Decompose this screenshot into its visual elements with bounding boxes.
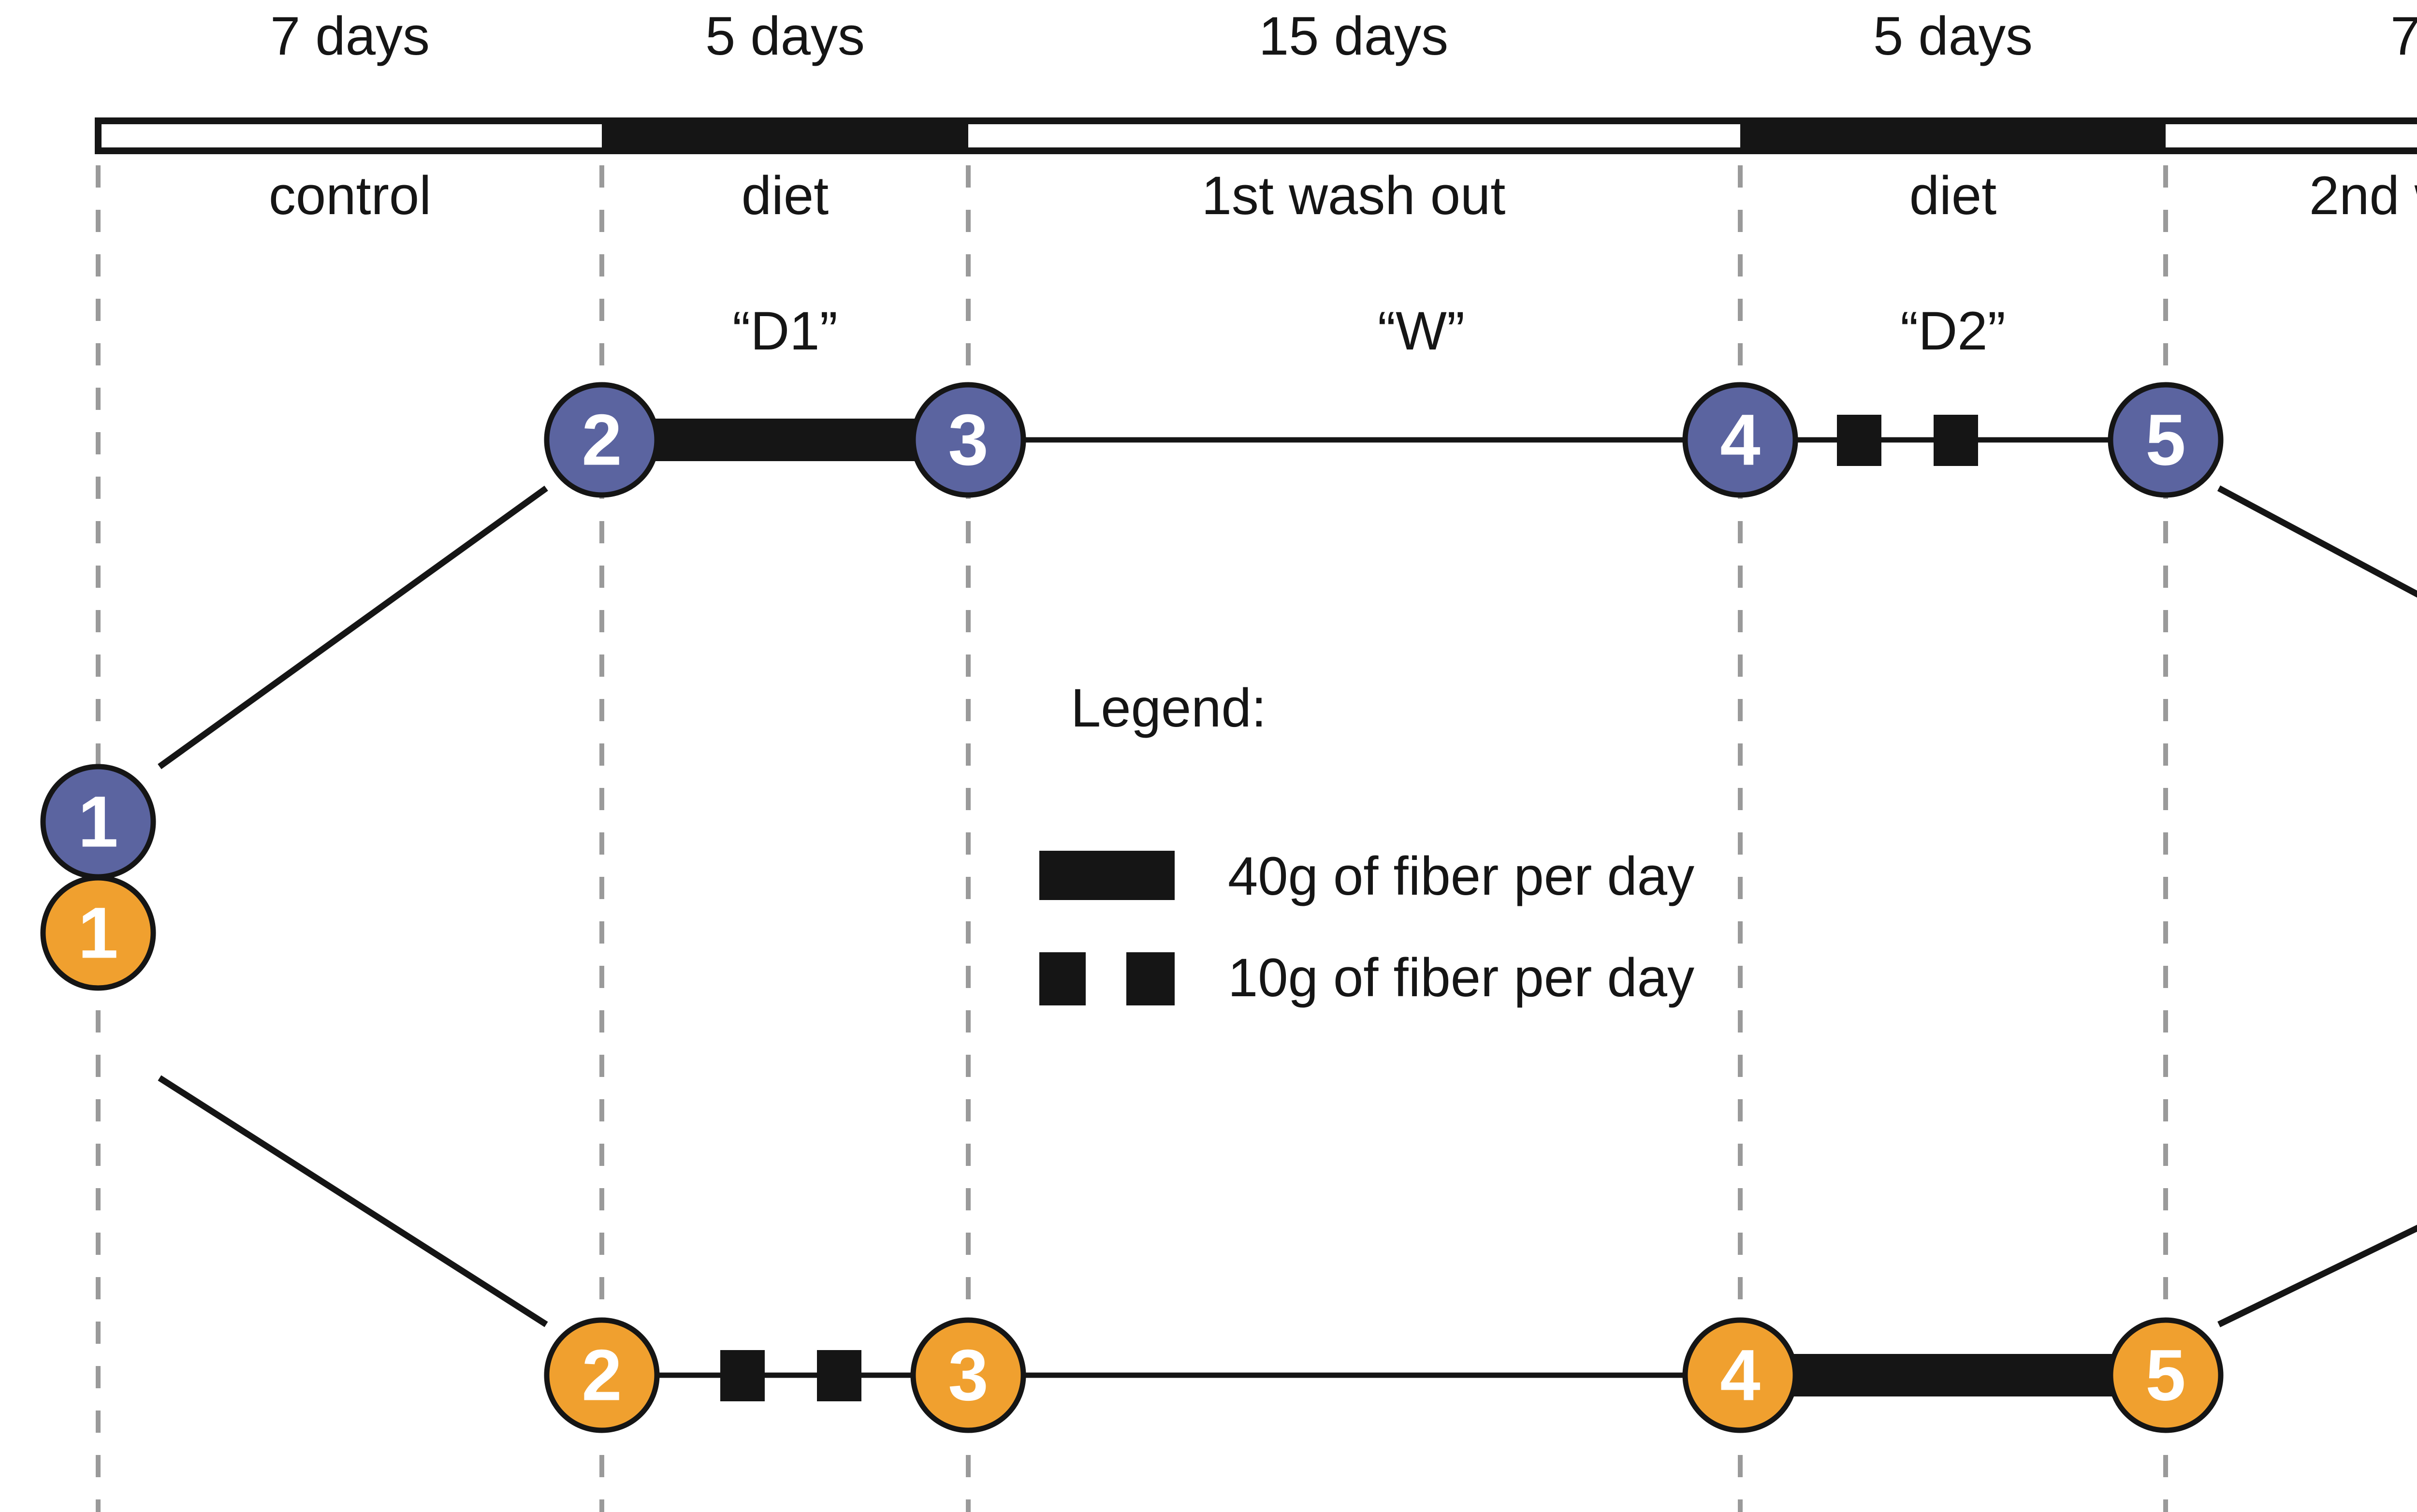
segment-label-d1: “D1” <box>732 301 838 361</box>
timeline-segment-diet-1 <box>602 117 968 154</box>
arm-b-links <box>158 1075 2417 1401</box>
node-label-arm-b-3: 3 <box>948 1334 989 1416</box>
legend-item-label-40g: 40g of fiber per day <box>1228 846 1695 906</box>
node-arm-b-3 <box>910 1317 1026 1433</box>
node-label-arm-b-5: 5 <box>2145 1334 2186 1416</box>
phase-name-diet-1: diet <box>741 165 829 226</box>
link-dash-mark <box>817 1350 861 1401</box>
legend-dashed-bar-icon <box>1039 952 1086 1005</box>
timeline-segment-diet-2 <box>1740 117 2166 154</box>
node-label-arm-b-1: 1 <box>78 892 118 974</box>
segment-label-w: “W” <box>1377 301 1465 361</box>
phase-days-washout-2: 7 days <box>2390 6 2417 66</box>
node-arm-a-3 <box>910 382 1026 498</box>
node-label-arm-a-2: 2 <box>582 399 622 480</box>
node-label-arm-a-4: 4 <box>1720 399 1761 480</box>
segment-label-d2: “D2” <box>1900 301 2006 361</box>
node-label-arm-a-5: 5 <box>2145 399 2186 480</box>
legend-item-label-10g: 10g of fiber per day <box>1228 947 1695 1008</box>
phase-name-washout-1: 1st wash out <box>1201 165 1506 226</box>
node-label-arm-b-2: 2 <box>582 1334 622 1416</box>
node-arm-a-5 <box>2108 382 2224 498</box>
arm-b-nodes <box>40 875 2224 1433</box>
legend-solid-bar-icon <box>1039 851 1175 900</box>
node-arm-b-2 <box>544 1317 660 1433</box>
arm-a-nodes <box>40 382 2224 880</box>
link-dash-mark <box>1934 415 1978 466</box>
node-label-arm-a-1: 1 <box>78 781 118 862</box>
phase-days-washout-1: 15 days <box>1258 6 1449 66</box>
phase-days-control: 7 days <box>270 6 430 66</box>
node-arm-b-4 <box>1682 1317 1798 1433</box>
legend-symbols <box>1039 851 1175 1005</box>
node-arm-b-1 <box>40 875 156 991</box>
phase-name-diet-2: diet <box>1909 165 1997 226</box>
timeline-bar <box>95 117 2417 154</box>
phase-days-diet-1: 5 days <box>705 6 865 66</box>
node-label-arm-a-3: 3 <box>948 399 989 480</box>
node-arm-a-4 <box>1682 382 1798 498</box>
link-dash-mark <box>1837 415 1881 466</box>
phase-name-control: control <box>268 165 432 226</box>
node-label-arm-b-4: 4 <box>1720 1334 1761 1416</box>
link-thick-40g <box>1784 1354 2170 1396</box>
legend-dashed-bar-icon <box>1126 952 1175 1005</box>
legend-title: Legend: <box>1071 678 1267 738</box>
phase-guide-lines <box>96 121 2168 1512</box>
node-arm-b-5 <box>2108 1317 2224 1433</box>
arm-a-links <box>158 415 2417 770</box>
link-dash-mark <box>720 1350 765 1401</box>
phase-days-diet-2: 5 days <box>1873 6 2033 66</box>
link-thick-40g <box>643 419 928 461</box>
node-arm-a-2 <box>544 382 660 498</box>
phase-name-washout-2: 2nd wash out <box>2309 165 2417 226</box>
